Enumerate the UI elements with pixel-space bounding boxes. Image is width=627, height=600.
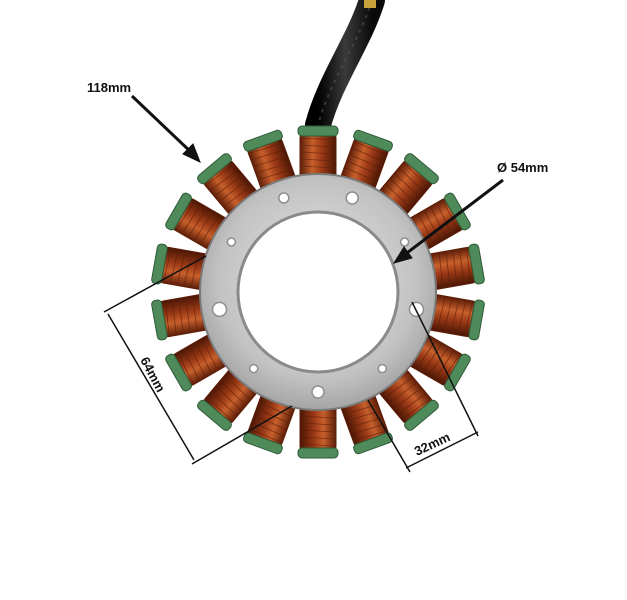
mounting-holes xyxy=(211,191,425,399)
height-label: 64mm xyxy=(137,354,168,394)
height-extension-bottom xyxy=(191,405,293,465)
output-cable xyxy=(305,0,385,138)
stator-bore xyxy=(236,210,400,374)
inner-diameter-arrow xyxy=(402,178,504,258)
coil-pole xyxy=(297,403,339,459)
width-dimension-line xyxy=(405,431,479,469)
inner-diameter-label: Ø 54mm xyxy=(497,160,548,175)
height-extension-top xyxy=(103,255,207,313)
mounting-hole xyxy=(311,385,325,399)
mounting-hole xyxy=(377,363,388,374)
mounting-hole xyxy=(399,237,410,247)
coil-pole xyxy=(407,192,471,250)
mounting-hole xyxy=(248,363,259,374)
inner-diameter-arrowhead xyxy=(392,246,413,264)
mounting-hole xyxy=(408,301,425,318)
coil-pole xyxy=(340,129,393,192)
outer-diameter-arrowhead xyxy=(182,143,201,163)
coil-pole xyxy=(165,334,229,392)
mounting-hole xyxy=(226,237,237,247)
coil-pole xyxy=(297,125,339,181)
coil-pole xyxy=(340,392,393,455)
mounting-hole xyxy=(345,191,359,205)
outer-diameter-arrow xyxy=(130,94,195,156)
stator-plate xyxy=(199,173,437,411)
height-dimension-line xyxy=(107,313,195,461)
dimension-annotations xyxy=(103,94,504,473)
width-extension-right xyxy=(411,301,479,437)
coil-pole xyxy=(243,392,296,455)
width-extension-left xyxy=(367,399,411,473)
outer-diameter-label: 118mm xyxy=(87,80,131,95)
mounting-hole xyxy=(278,192,290,204)
cable-sleeve-tip xyxy=(364,0,376,8)
mounting-hole xyxy=(211,301,228,318)
coil-pole xyxy=(425,243,485,290)
coil-pole xyxy=(243,129,296,192)
